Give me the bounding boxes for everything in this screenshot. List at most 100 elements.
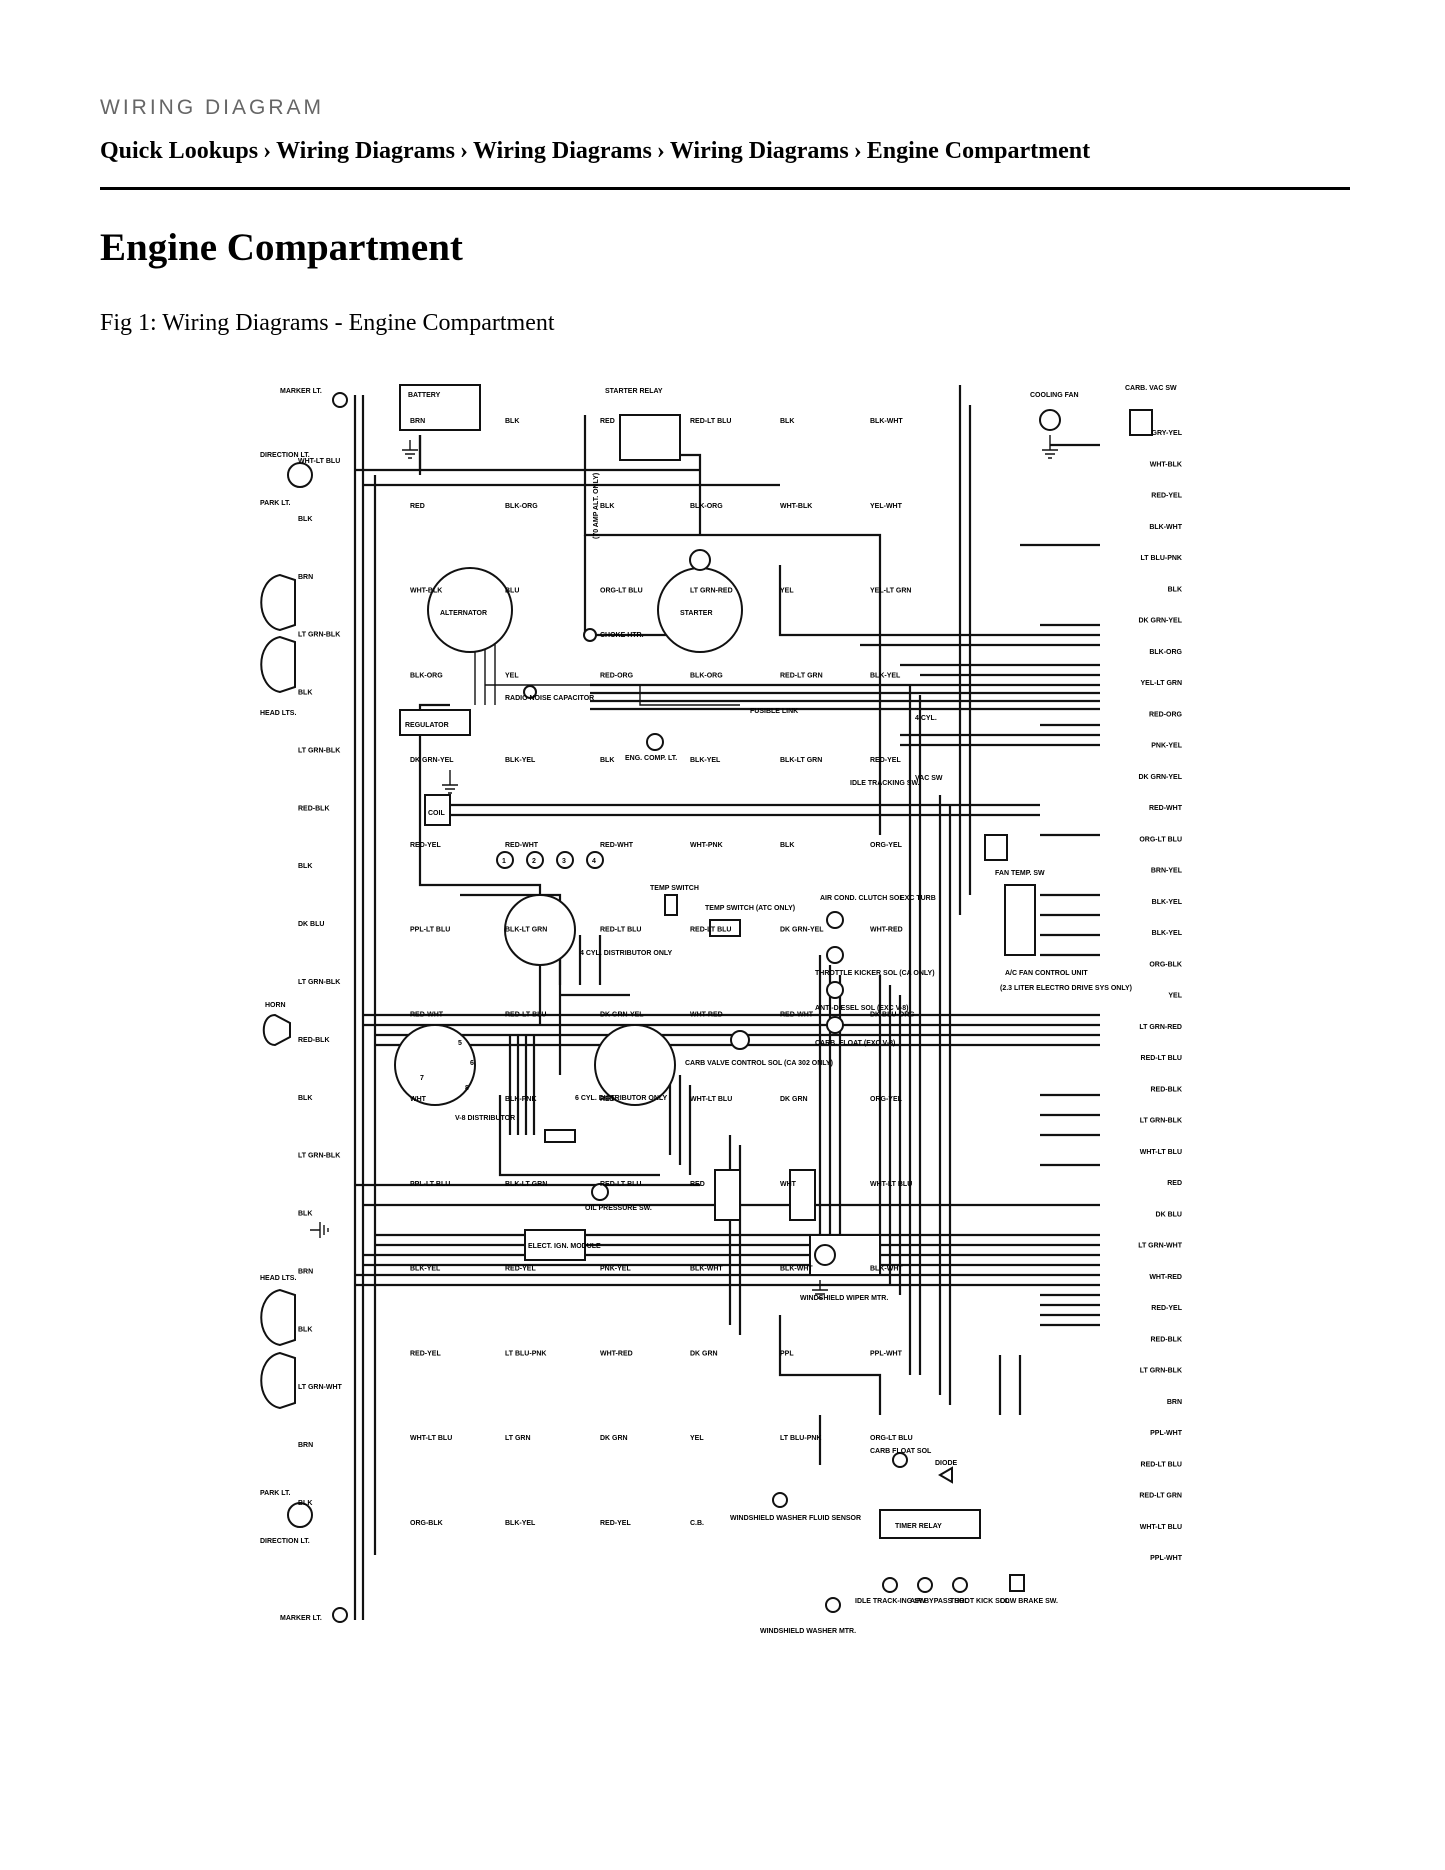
park-lamp-bottom-label: PARK LT. — [260, 1490, 291, 1497]
washer-fluid-sensor-label: WINDSHIELD WASHER FLUID SENSOR — [730, 1515, 861, 1522]
vac-switch-label: VAC SW — [915, 775, 943, 782]
right-wire-label: BRN — [1167, 1399, 1182, 1406]
wire-label: BLK-ORG — [410, 672, 443, 679]
wire-label: RED-YEL — [410, 1350, 441, 1357]
right-wire-label: GRY-YEL — [1152, 430, 1183, 437]
coil-label: COIL — [428, 810, 445, 817]
wire-label: WHT — [410, 1096, 427, 1103]
wire-label: ORG-YEL — [870, 842, 903, 849]
wire-label: RED-WHT — [505, 842, 539, 849]
breadcrumb-item[interactable]: Wiring Diagrams — [276, 138, 455, 164]
cylinder-number-icon — [496, 851, 514, 869]
left-wire-label: BLK — [298, 1211, 312, 1218]
wire-label: DK GRN — [780, 1096, 808, 1103]
breadcrumb-separator: › — [656, 138, 665, 164]
doc-eyebrow: WIRING DIAGRAM — [100, 96, 324, 119]
right-wire-label: DK GRN-YEL — [1138, 618, 1182, 625]
temp-switch-atc-label: TEMP SWITCH (ATC ONLY) — [705, 905, 795, 912]
choke-heater-label: CHOKE HTR. — [600, 632, 644, 639]
capacitor-label: RADIO NOISE CAPACITOR — [505, 695, 594, 702]
temp-switch-atc-icon — [709, 919, 741, 937]
wire-label: DK GRN-YEL — [780, 927, 824, 934]
right-wire-label: RED-ORG — [1149, 711, 1183, 718]
right-wire-label: RED-YEL — [1151, 1305, 1182, 1312]
ignition-coil-icon — [424, 794, 451, 826]
wire-label: DK GRN-YEL — [600, 1011, 644, 1018]
right-wire-label: WHT-LT BLU — [1140, 1524, 1182, 1531]
left-wire-label: BRN — [298, 1442, 313, 1449]
wire-label: WHT-LT BLU — [410, 1435, 452, 1442]
four-cyl-distributor-label: 4 CYL. DISTRIBUTOR ONLY — [580, 950, 673, 957]
left-wire-label: LT GRN-BLK — [298, 979, 340, 986]
starter-solenoid-icon — [689, 549, 711, 571]
wire-label: RED-ORG — [600, 672, 634, 679]
throttle-kicker-label: THROTTLE KICKER SOL (CA ONLY) — [815, 970, 935, 977]
left-wire-label: LT GRN-BLK — [298, 1153, 340, 1160]
wire-label: PNK-YEL — [600, 1266, 631, 1273]
wire-label: BLK-YEL — [690, 757, 721, 764]
wire-label: ORG-BLK — [410, 1520, 443, 1527]
carb-float-label: CARB. FLOAT (EXC V-8) — [815, 1040, 895, 1047]
header-divider — [100, 187, 1350, 190]
throttle-kick-solenoid-label: THROT KICK SOL — [950, 1598, 1010, 1605]
distributor-terminal-numbers: 1 2 3 4 5 6 7 8 — [420, 858, 596, 1092]
wire-label: ORG-YEL — [870, 1096, 903, 1103]
right-wire-label: WHT-RED — [1149, 1274, 1182, 1281]
wire-label: ORG-LT BLU — [870, 1435, 913, 1442]
right-wire-label: ORG-BLK — [1149, 961, 1182, 968]
wire-label: BLK-ORG — [505, 503, 538, 510]
marker-lamp-icon — [332, 392, 348, 408]
carb-valve-solenoid-label: CARB VALVE CONTROL SOL (CA 302 ONLY) — [685, 1060, 833, 1067]
right-wire-label: BLK — [1168, 586, 1182, 593]
ground-icon — [402, 440, 418, 459]
wire-label: BLK-LT GRN — [505, 1181, 547, 1188]
right-wire-label: RED-YEL — [1151, 493, 1182, 500]
washer-motor-label: WINDSHIELD WASHER MTR. — [760, 1628, 856, 1635]
wire-label: YEL — [780, 588, 794, 595]
v8-distributor-label: V-8 DISTRIBUTOR — [455, 1115, 515, 1122]
wire-label: WHT-RED — [690, 1011, 723, 1018]
marker-lamp-label: MARKER LT. — [280, 388, 322, 395]
distributor-terminal-number: 6 — [470, 1060, 474, 1067]
wire-label: WHT-PNK — [690, 842, 723, 849]
right-wire-label: LT GRN-WHT — [1138, 1243, 1183, 1250]
horn-label: HORN — [265, 1002, 286, 1009]
wiper-motor-armature-icon — [814, 1244, 836, 1266]
horn-icon — [262, 1013, 291, 1047]
carb-float-solenoid-label: CARB FLOAT SOL — [870, 1448, 932, 1455]
wire-label: BLK-WHT — [780, 1266, 813, 1273]
right-wire-label: BLK-WHT — [1149, 524, 1182, 531]
throttle-kicker-solenoid-icon — [826, 946, 844, 964]
ac-clutch-solenoid-label: AIR COND. CLUTCH SOL — [820, 895, 904, 902]
oil-pressure-switch-icon — [591, 1183, 609, 1201]
breadcrumb-item[interactable]: Wiring Diagrams — [669, 138, 849, 164]
connector-block-icon — [789, 1169, 816, 1221]
right-wire-label: BRN-YEL — [1151, 868, 1183, 875]
wire-label: WHT-LT BLU — [870, 1181, 912, 1188]
right-wire-label: YEL-LT GRN — [1141, 680, 1182, 687]
wire-label: RED-WHT — [600, 842, 634, 849]
marker-lamp-bottom-label: MARKER LT. — [280, 1615, 322, 1622]
wire-label: PPL — [780, 1350, 794, 1357]
cooling-fan-label: COOLING FAN — [1030, 392, 1079, 399]
breadcrumb-item[interactable]: Quick Lookups — [100, 138, 259, 164]
wire-label: RED-LT GRN — [780, 672, 823, 679]
washer-motor-icon — [825, 1597, 841, 1613]
ignition-module-icon — [524, 1229, 586, 1261]
oil-pressure-switch-label: OIL PRESSURE SW. — [585, 1205, 652, 1212]
breadcrumb-item[interactable]: Wiring Diagrams — [472, 138, 652, 164]
wire-label: BLK-WHT — [690, 1266, 723, 1273]
headlamps-bottom-label: HEAD LTS. — [260, 1275, 296, 1282]
anti-diesel-label: ANTI-DIESEL SOL (EXC V-8) — [815, 1005, 908, 1012]
right-wire-label: BLK-ORG — [1149, 649, 1182, 656]
right-wire-label: PPL-WHT — [1150, 1430, 1183, 1437]
right-wire-label: RED-BLK — [1151, 1086, 1183, 1093]
wire-label: LT GRN-RED — [690, 588, 733, 595]
four-cylinder-distributor-icon — [504, 894, 576, 966]
left-wire-label: BLK — [298, 863, 312, 870]
distributor-terminal-number: 7 — [420, 1075, 424, 1082]
wire-label: DK BLU-ORG — [870, 1011, 915, 1018]
wire-label: BLK — [600, 757, 614, 764]
wire-label: BLK-WHT — [870, 418, 903, 425]
amp-note-label: (70 AMP ALT. ONLY) — [593, 473, 600, 539]
